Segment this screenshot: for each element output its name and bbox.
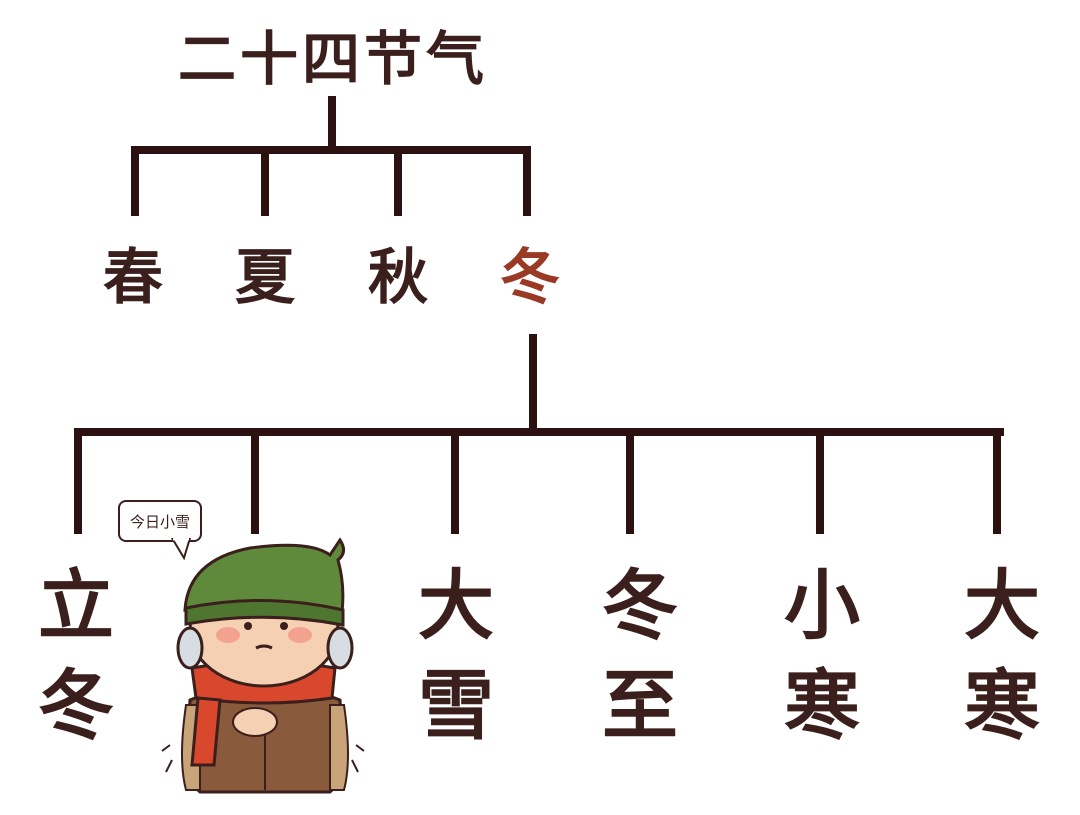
term-char: 寒 (784, 661, 860, 750)
term-char: 大 (964, 561, 1040, 650)
term-char: 至 (602, 661, 678, 750)
term-dahan: 大 寒 (952, 568, 1052, 768)
term-daxue: 大 雪 (406, 568, 506, 768)
speech-bubble: 今日小雪 (118, 500, 202, 542)
term-char: 立 (38, 561, 114, 650)
term-char: 冬 (38, 661, 114, 750)
term-char: 雪 (418, 661, 494, 750)
season-summer: 夏 (235, 243, 295, 313)
term-char: 冬 (602, 561, 678, 650)
season-autumn: 秋 (368, 243, 428, 313)
term-xiaohan: 小 寒 (772, 568, 872, 768)
winter-boy-illustration (161, 537, 365, 794)
season-winter: 冬 (500, 243, 560, 313)
connector-lines (74, 96, 1004, 534)
term-dongzhi: 冬 至 (590, 568, 690, 768)
season-spring: 春 (103, 243, 163, 313)
root-title: 二十四节气 (178, 25, 489, 93)
term-char: 大 (418, 561, 494, 650)
term-char: 小 (784, 561, 860, 650)
term-char: 寒 (964, 661, 1040, 750)
speech-bubble-tail (170, 538, 192, 560)
term-lidong: 立 冬 (26, 568, 126, 768)
